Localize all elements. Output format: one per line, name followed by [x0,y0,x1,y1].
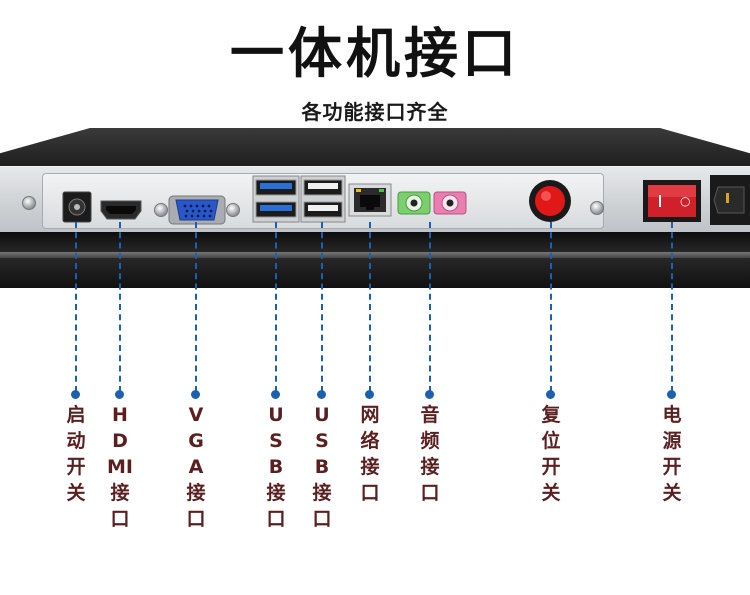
leader-line [195,222,197,392]
label-audio: 音频接口 [420,404,440,504]
leader-dot [425,390,434,399]
label-reset: 复位开关 [541,404,561,504]
label-power-switch: 电源开关 [662,404,682,504]
chassis-bottom [0,232,750,288]
screw-icon [590,201,604,215]
audio-ports[interactable] [396,189,468,217]
power-button-port[interactable] [62,191,92,223]
usb2-ports[interactable] [300,175,346,223]
chassis-strip [0,252,750,258]
leader-line [275,222,277,392]
rocker-off-icon: ○ [680,194,691,208]
leader-dot [365,390,374,399]
usb3-ports[interactable] [252,175,300,223]
leader-dot [115,390,124,399]
leader-line [119,222,121,392]
screw-icon [154,203,168,217]
label-vga: VGA接口 [186,404,206,530]
lan-port[interactable] [348,183,392,217]
io-panel: ○ [0,166,750,234]
leader-line [369,222,371,392]
hdmi-port[interactable] [100,199,142,221]
label-usb2: USB接口 [312,404,332,530]
vga-port[interactable] [168,195,226,225]
leader-dot [667,390,676,399]
leader-dot [317,390,326,399]
label-power-button: 启动开关 [66,404,86,504]
chassis-top [0,128,750,170]
screw-icon [226,203,240,217]
label-usb3: USB接口 [266,404,286,530]
label-lan: 网络接口 [360,404,380,504]
page-title: 一体机接口 [230,22,520,85]
power-inlet [710,175,750,225]
leader-dot [191,390,200,399]
leader-dot [271,390,280,399]
page-subtitle: 各功能接口齐全 [301,100,449,124]
leader-line [671,222,673,392]
reset-button[interactable] [528,179,572,223]
leader-dot [546,390,555,399]
power-rocker-switch[interactable] [642,179,702,223]
leader-line [75,222,77,392]
leader-line [429,222,431,392]
screw-icon [22,196,36,210]
leader-line [321,222,323,392]
leader-dot [71,390,80,399]
label-hdmi: HDMI接口 [107,404,133,530]
leader-line [550,222,552,392]
